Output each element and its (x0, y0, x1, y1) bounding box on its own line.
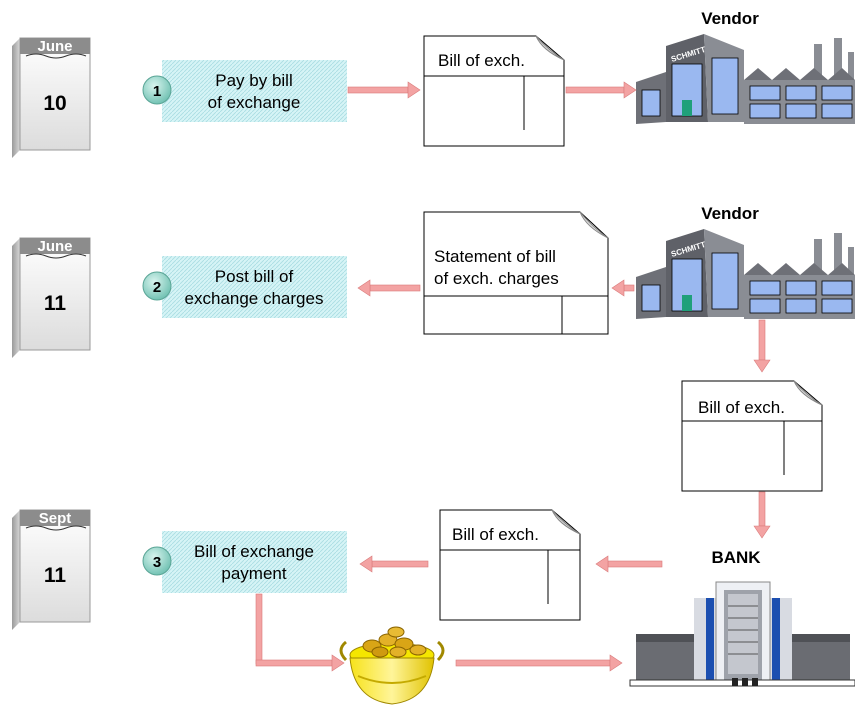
calendar-month: Sept (39, 510, 72, 527)
calendar-month: June (37, 38, 72, 55)
step-number: 1 (153, 83, 161, 100)
calendar-day: 11 (44, 292, 67, 315)
calendar-sept-11: Sept 11 (12, 509, 91, 630)
step-badge (142, 546, 172, 576)
step-label-line-1: Bill of exchange (194, 542, 314, 561)
step-label-line-1: Post bill of (215, 267, 294, 286)
vendor-title: Vendor (701, 9, 759, 28)
document-title-line-2: of exch. charges (434, 269, 559, 288)
step-1-box: 1 Pay by bill of exchange (142, 60, 347, 122)
step-badge (142, 75, 172, 105)
vendor-title: Vendor (701, 204, 759, 223)
document-title-line-1: Statement of bill (434, 247, 556, 266)
step-label-line-1: Pay by bill (215, 71, 292, 90)
calendar-day: 11 (44, 564, 67, 587)
document-title: Bill of exch. (438, 51, 525, 70)
arrow-pot-to-bank (455, 654, 623, 672)
bank-building: BANK (629, 548, 855, 687)
arrow-vendor-to-bill-down (753, 319, 771, 373)
document-bill-of-exchange-3: Bill of exch. (439, 509, 581, 621)
step-label-line-2: exchange charges (185, 289, 324, 308)
arrow-step3-to-pot (255, 593, 345, 672)
step-badge (142, 271, 172, 301)
step-number: 3 (153, 554, 161, 571)
arrow-step1-to-bill (347, 81, 421, 99)
step-2-box: 2 Post bill of exchange charges (142, 256, 347, 318)
calendar-month: June (37, 238, 72, 255)
calendar-june-11: June 11 (12, 237, 91, 358)
step-3-box: 3 Bill of exchange payment (142, 531, 347, 593)
bank-title: BANK (711, 548, 761, 567)
arrow-vendor-to-statement (611, 279, 635, 297)
document-statement-of-charges: Statement of bill of exch. charges (423, 211, 609, 335)
step-number: 2 (153, 279, 161, 296)
document-title: Bill of exch. (698, 398, 785, 417)
arrow-bill-to-step3 (359, 555, 429, 573)
calendar-day: 10 (43, 92, 66, 115)
arrow-statement-to-step2 (357, 279, 421, 297)
vendor-factory-2: Vendor SCHMITT (636, 204, 855, 319)
step-label-line-2: of exchange (208, 93, 301, 112)
calendar-june-10: June 10 (12, 37, 91, 158)
arrow-bank-to-bill (595, 555, 663, 573)
document-title: Bill of exch. (452, 525, 539, 544)
arrow-bill-to-bank-down (753, 491, 771, 539)
document-bill-of-exchange-2: Bill of exch. (681, 380, 823, 492)
step-label-line-2: payment (221, 564, 286, 583)
document-bill-of-exchange-1: Bill of exch. (423, 35, 565, 147)
vendor-factory-1: Vendor SCHMITT (636, 9, 855, 124)
arrow-bill-to-vendor (565, 81, 637, 99)
money-pot-icon (339, 626, 445, 705)
